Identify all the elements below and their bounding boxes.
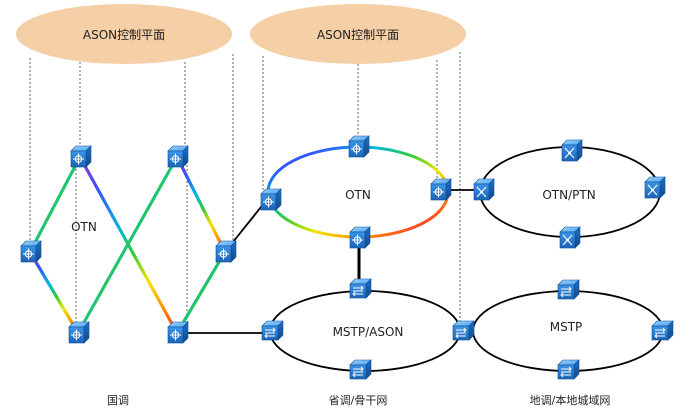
mstp-label: MSTP	[550, 320, 583, 334]
region-label-local: 地调/本地城域网	[530, 393, 611, 407]
mstp-device-icon[interactable]	[349, 359, 372, 380]
provincial-otn-label: OTN	[345, 188, 371, 202]
ptn-device-icon[interactable]	[473, 178, 495, 201]
otn-device-icon[interactable]	[215, 240, 237, 263]
mstp-device-icon[interactable]	[452, 320, 475, 341]
mstp-ason-label: MSTP/ASON	[333, 325, 404, 339]
region-label-national: 国调	[107, 394, 129, 407]
mstp-device-icon[interactable]	[651, 320, 674, 341]
national-otn-mesh	[28, 155, 227, 335]
otn-device-icon[interactable]	[349, 226, 371, 249]
mstp-device-icon[interactable]	[349, 278, 372, 299]
otn-device-icon[interactable]	[68, 321, 90, 344]
cloud-label-left: ASON控制平面	[83, 28, 165, 42]
mstp-device-icon[interactable]	[261, 320, 284, 341]
otn-ptn-label: OTN/PTN	[542, 188, 595, 202]
region-label-provincial: 省调/骨干网	[329, 394, 388, 407]
ason-control-plane-left: ASON控制平面	[16, 4, 232, 64]
otn-device-icon[interactable]	[167, 145, 189, 168]
otn-device-icon[interactable]	[70, 145, 92, 168]
control-plane-dashed-links	[29, 52, 461, 330]
mstp-device-icon[interactable]	[557, 279, 580, 300]
ason-control-plane-middle: ASON控制平面	[250, 4, 466, 64]
cloud-shape	[16, 4, 232, 64]
mstp-device-icon[interactable]	[557, 359, 580, 380]
cloud-label-middle: ASON控制平面	[317, 28, 399, 42]
otn-device-icon[interactable]	[430, 178, 452, 201]
otn-device-icon[interactable]	[20, 240, 42, 263]
national-otn-label: OTN	[71, 220, 97, 234]
cloud-shape	[250, 4, 466, 64]
ptn-device-icon[interactable]	[561, 139, 583, 162]
otn-device-icon[interactable]	[260, 188, 282, 211]
otn-device-icon[interactable]	[167, 321, 189, 344]
otn-device-icon[interactable]	[348, 135, 370, 158]
ptn-device-icon[interactable]	[644, 176, 666, 199]
ptn-device-icon[interactable]	[559, 226, 581, 249]
